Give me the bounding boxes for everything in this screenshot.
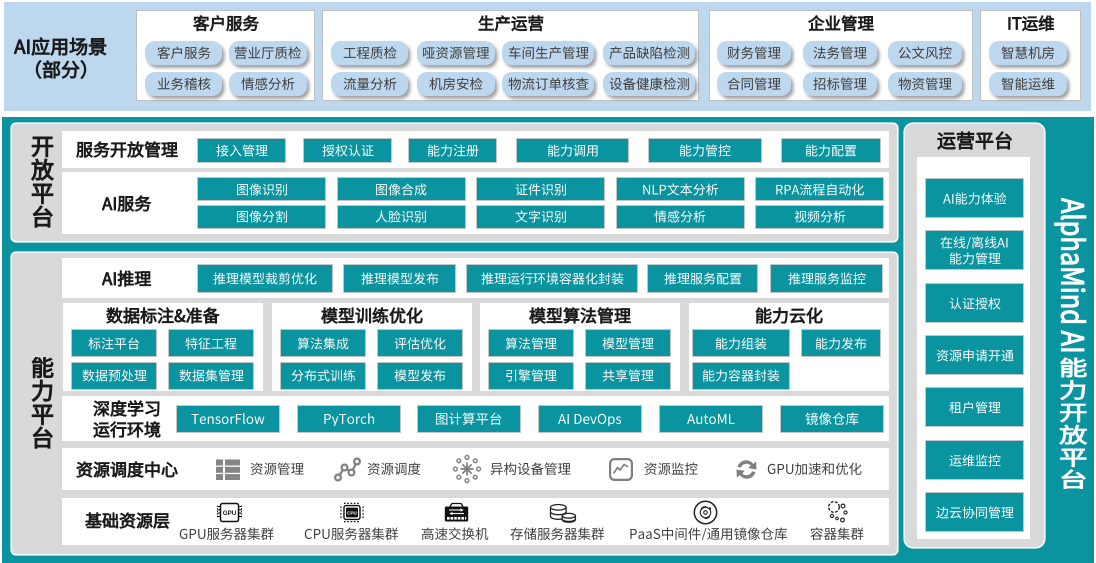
svg-text:CPU: CPU — [347, 510, 357, 515]
svg-text:GPU: GPU — [223, 509, 237, 516]
